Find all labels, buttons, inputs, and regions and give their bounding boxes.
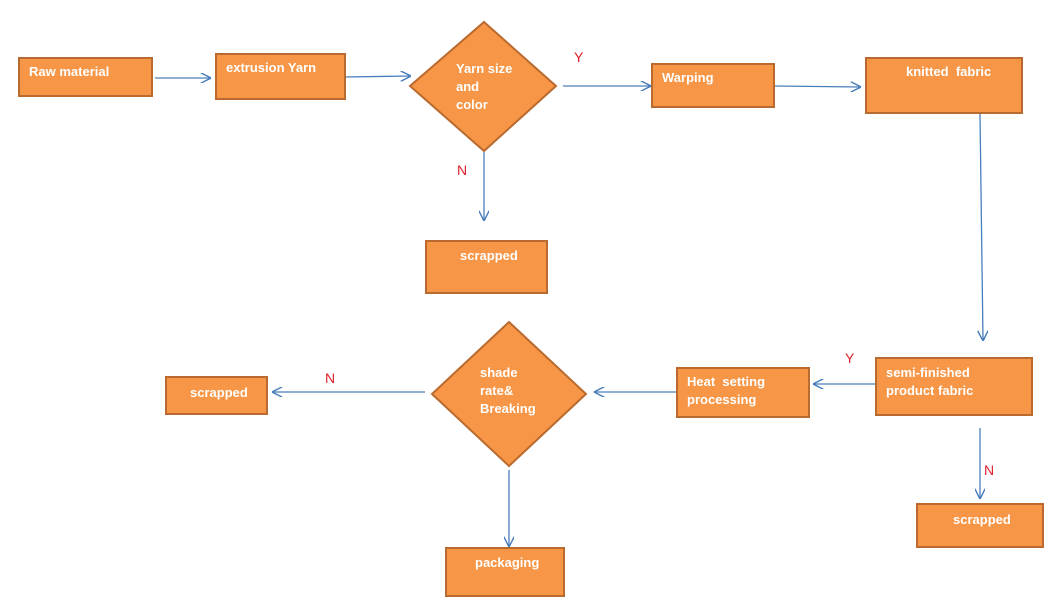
node-extrusion-yarn: extrusion Yarn: [215, 53, 346, 100]
node-scrapped-yarn: scrapped: [425, 240, 548, 294]
connector-knitted-to-semi-finished: [980, 113, 983, 340]
node-heat-setting: Heat setting processing: [676, 367, 810, 418]
node-scrapped-semi: scrapped: [916, 503, 1044, 548]
node-packaging: packaging: [445, 547, 565, 597]
node-semi-finished-label-1: semi-finished: [886, 365, 970, 380]
connector-extrusion-to-yarn-check: [342, 76, 410, 77]
node-semi-finished-label-2: product fabric: [886, 383, 973, 398]
node-heat-setting-label-2: processing: [687, 392, 756, 407]
node-scrapped-shade-label: scrapped: [190, 385, 248, 400]
node-scrapped-shade: scrapped: [165, 376, 268, 415]
node-raw-material: Raw material: [18, 57, 153, 97]
node-shade-check: shade rate& Breaking: [430, 320, 588, 468]
node-extrusion-yarn-label: extrusion Yarn: [226, 60, 316, 75]
node-warping-label: Warping: [662, 70, 714, 85]
edge-label-semi-no: N: [984, 462, 994, 478]
node-scrapped-yarn-label: scrapped: [460, 248, 518, 263]
node-knitted-fabric: knitted fabric: [865, 57, 1023, 114]
node-yarn-check-label-1: Yarn size: [456, 61, 512, 76]
node-heat-setting-label-1: Heat setting: [687, 374, 765, 389]
node-yarn-check-label-2: and: [456, 79, 479, 94]
node-semi-finished: semi-finished product fabric: [875, 357, 1033, 416]
node-shade-check-label-3: Breaking: [480, 401, 536, 416]
edge-label-yarn-yes: Y: [574, 49, 584, 65]
edge-label-yarn-no: N: [457, 162, 467, 178]
node-scrapped-semi-label: scrapped: [953, 512, 1011, 527]
node-yarn-check: Yarn size and color: [408, 20, 558, 153]
node-knitted-fabric-label: knitted fabric: [906, 64, 991, 79]
edge-label-semi-yes: Y: [845, 350, 855, 366]
node-shade-check-label-1: shade: [480, 365, 518, 380]
node-packaging-label: packaging: [475, 555, 539, 570]
node-shade-check-label-2: rate&: [480, 383, 513, 398]
node-yarn-check-label-3: color: [456, 97, 488, 112]
edge-label-shade-no: N: [325, 370, 335, 386]
connector-warping-to-knitted: [774, 86, 860, 87]
node-raw-material-label: Raw material: [29, 64, 109, 79]
node-warping: Warping: [651, 63, 775, 108]
